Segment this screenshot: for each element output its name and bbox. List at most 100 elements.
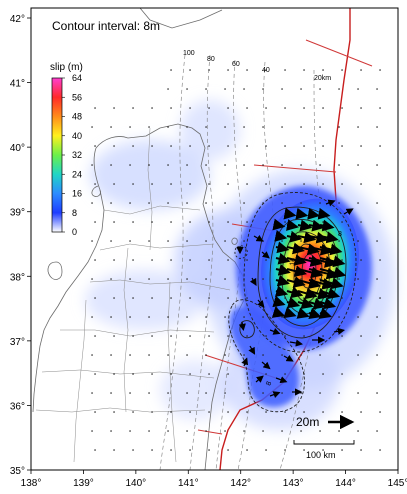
grid-dot: [319, 240, 321, 242]
grid-dot: [170, 221, 172, 223]
slip-vector: [308, 287, 331, 300]
depth-label-60: 60: [232, 61, 240, 68]
grid-dot: [341, 335, 343, 337]
grid-dot: [113, 221, 115, 223]
grid-dot: [281, 392, 283, 394]
slip-vector: [272, 295, 286, 308]
sado-island: [47, 261, 63, 280]
grid-dot: [341, 297, 343, 299]
grid-dot: [129, 126, 131, 128]
slip-label-north: 8: [338, 231, 342, 238]
grid-dot: [281, 316, 283, 318]
grid-dot: [360, 259, 362, 261]
grid-dot: [186, 240, 188, 242]
grid-dot: [132, 221, 134, 223]
grid-dot: [338, 240, 340, 242]
grid-dot: [319, 126, 321, 128]
grid-dot: [227, 297, 229, 299]
y-tick-label: 42°: [10, 14, 25, 25]
grid-dot: [189, 449, 191, 451]
grid-dot: [94, 145, 96, 147]
slip-vector: [289, 339, 303, 347]
grid-dot: [319, 202, 321, 204]
grid-dot: [224, 202, 226, 204]
grid-dot: [110, 316, 112, 318]
coastline: [32, 7, 248, 471]
grid-dot: [281, 354, 283, 356]
grid-dot: [281, 240, 283, 242]
x-tick-label: 141°: [178, 478, 199, 489]
grid-dot: [303, 69, 305, 71]
slip-vector: [241, 357, 249, 367]
grid-dot: [243, 278, 245, 280]
grid-dot: [376, 202, 378, 204]
slip-vector: [275, 274, 290, 287]
x-tick-label: 145°: [388, 478, 407, 489]
grid-dot: [189, 69, 191, 71]
grid-dot: [338, 316, 340, 318]
grid-dot: [208, 449, 210, 451]
grid-dot: [189, 145, 191, 147]
grid-dot: [148, 430, 150, 432]
slip-vector: [255, 375, 264, 383]
grid-dot: [246, 221, 248, 223]
grid-dot: [113, 183, 115, 185]
grid-dot: [284, 373, 286, 375]
grid-dot: [113, 373, 115, 375]
grid-dot: [303, 335, 305, 337]
grid-dot: [357, 392, 359, 394]
slip-vector: [275, 263, 291, 276]
grid-dot: [151, 449, 153, 451]
grid-dot: [132, 373, 134, 375]
grid-dot: [129, 202, 131, 204]
grid-dot: [243, 392, 245, 394]
grid-dot: [167, 202, 169, 204]
grid-dot: [262, 430, 264, 432]
grid-dot: [167, 88, 169, 90]
grid-dot: [224, 316, 226, 318]
grid-dot: [246, 411, 248, 413]
grid-dot: [110, 126, 112, 128]
grid-dot: [300, 88, 302, 90]
grid-dot: [281, 278, 283, 280]
grid-dot: [243, 430, 245, 432]
grid-dot: [246, 145, 248, 147]
grid-dot: [151, 221, 153, 223]
grid-dot: [284, 297, 286, 299]
grid-dot: [376, 354, 378, 356]
x-tick-label: 143°: [283, 478, 304, 489]
slip-vector: [319, 219, 335, 232]
grid-dot: [148, 240, 150, 242]
grid-dot: [338, 88, 340, 90]
grid-dot: [243, 354, 245, 356]
grid-dot: [262, 202, 264, 204]
grid-dot: [281, 88, 283, 90]
grid-dot: [265, 449, 267, 451]
grid-dot: [129, 430, 131, 432]
slip-vector: [286, 265, 308, 277]
map-border: [30, 7, 399, 471]
grid-dot: [113, 145, 115, 147]
grid-dot: [338, 202, 340, 204]
grid-dot: [205, 392, 207, 394]
grid-dot: [379, 373, 381, 375]
grid-dot: [322, 373, 324, 375]
grid-dot: [91, 354, 93, 356]
grid-dot: [94, 183, 96, 185]
grid-dot: [151, 183, 153, 185]
grid-dot: [94, 335, 96, 337]
slip-vector: [286, 276, 306, 288]
slip-vector: [318, 307, 332, 319]
grid-dot: [360, 411, 362, 413]
grid-dot: [224, 88, 226, 90]
grid-dot: [167, 430, 169, 432]
slip-vector: [275, 252, 291, 265]
slip-vector: [275, 376, 288, 384]
grid-dot: [341, 411, 343, 413]
grid-dot: [189, 373, 191, 375]
grid-dot: [167, 164, 169, 166]
grid-dot: [243, 202, 245, 204]
slip-vector: [319, 297, 337, 310]
grid-dot: [167, 354, 169, 356]
grid-dot: [322, 145, 324, 147]
